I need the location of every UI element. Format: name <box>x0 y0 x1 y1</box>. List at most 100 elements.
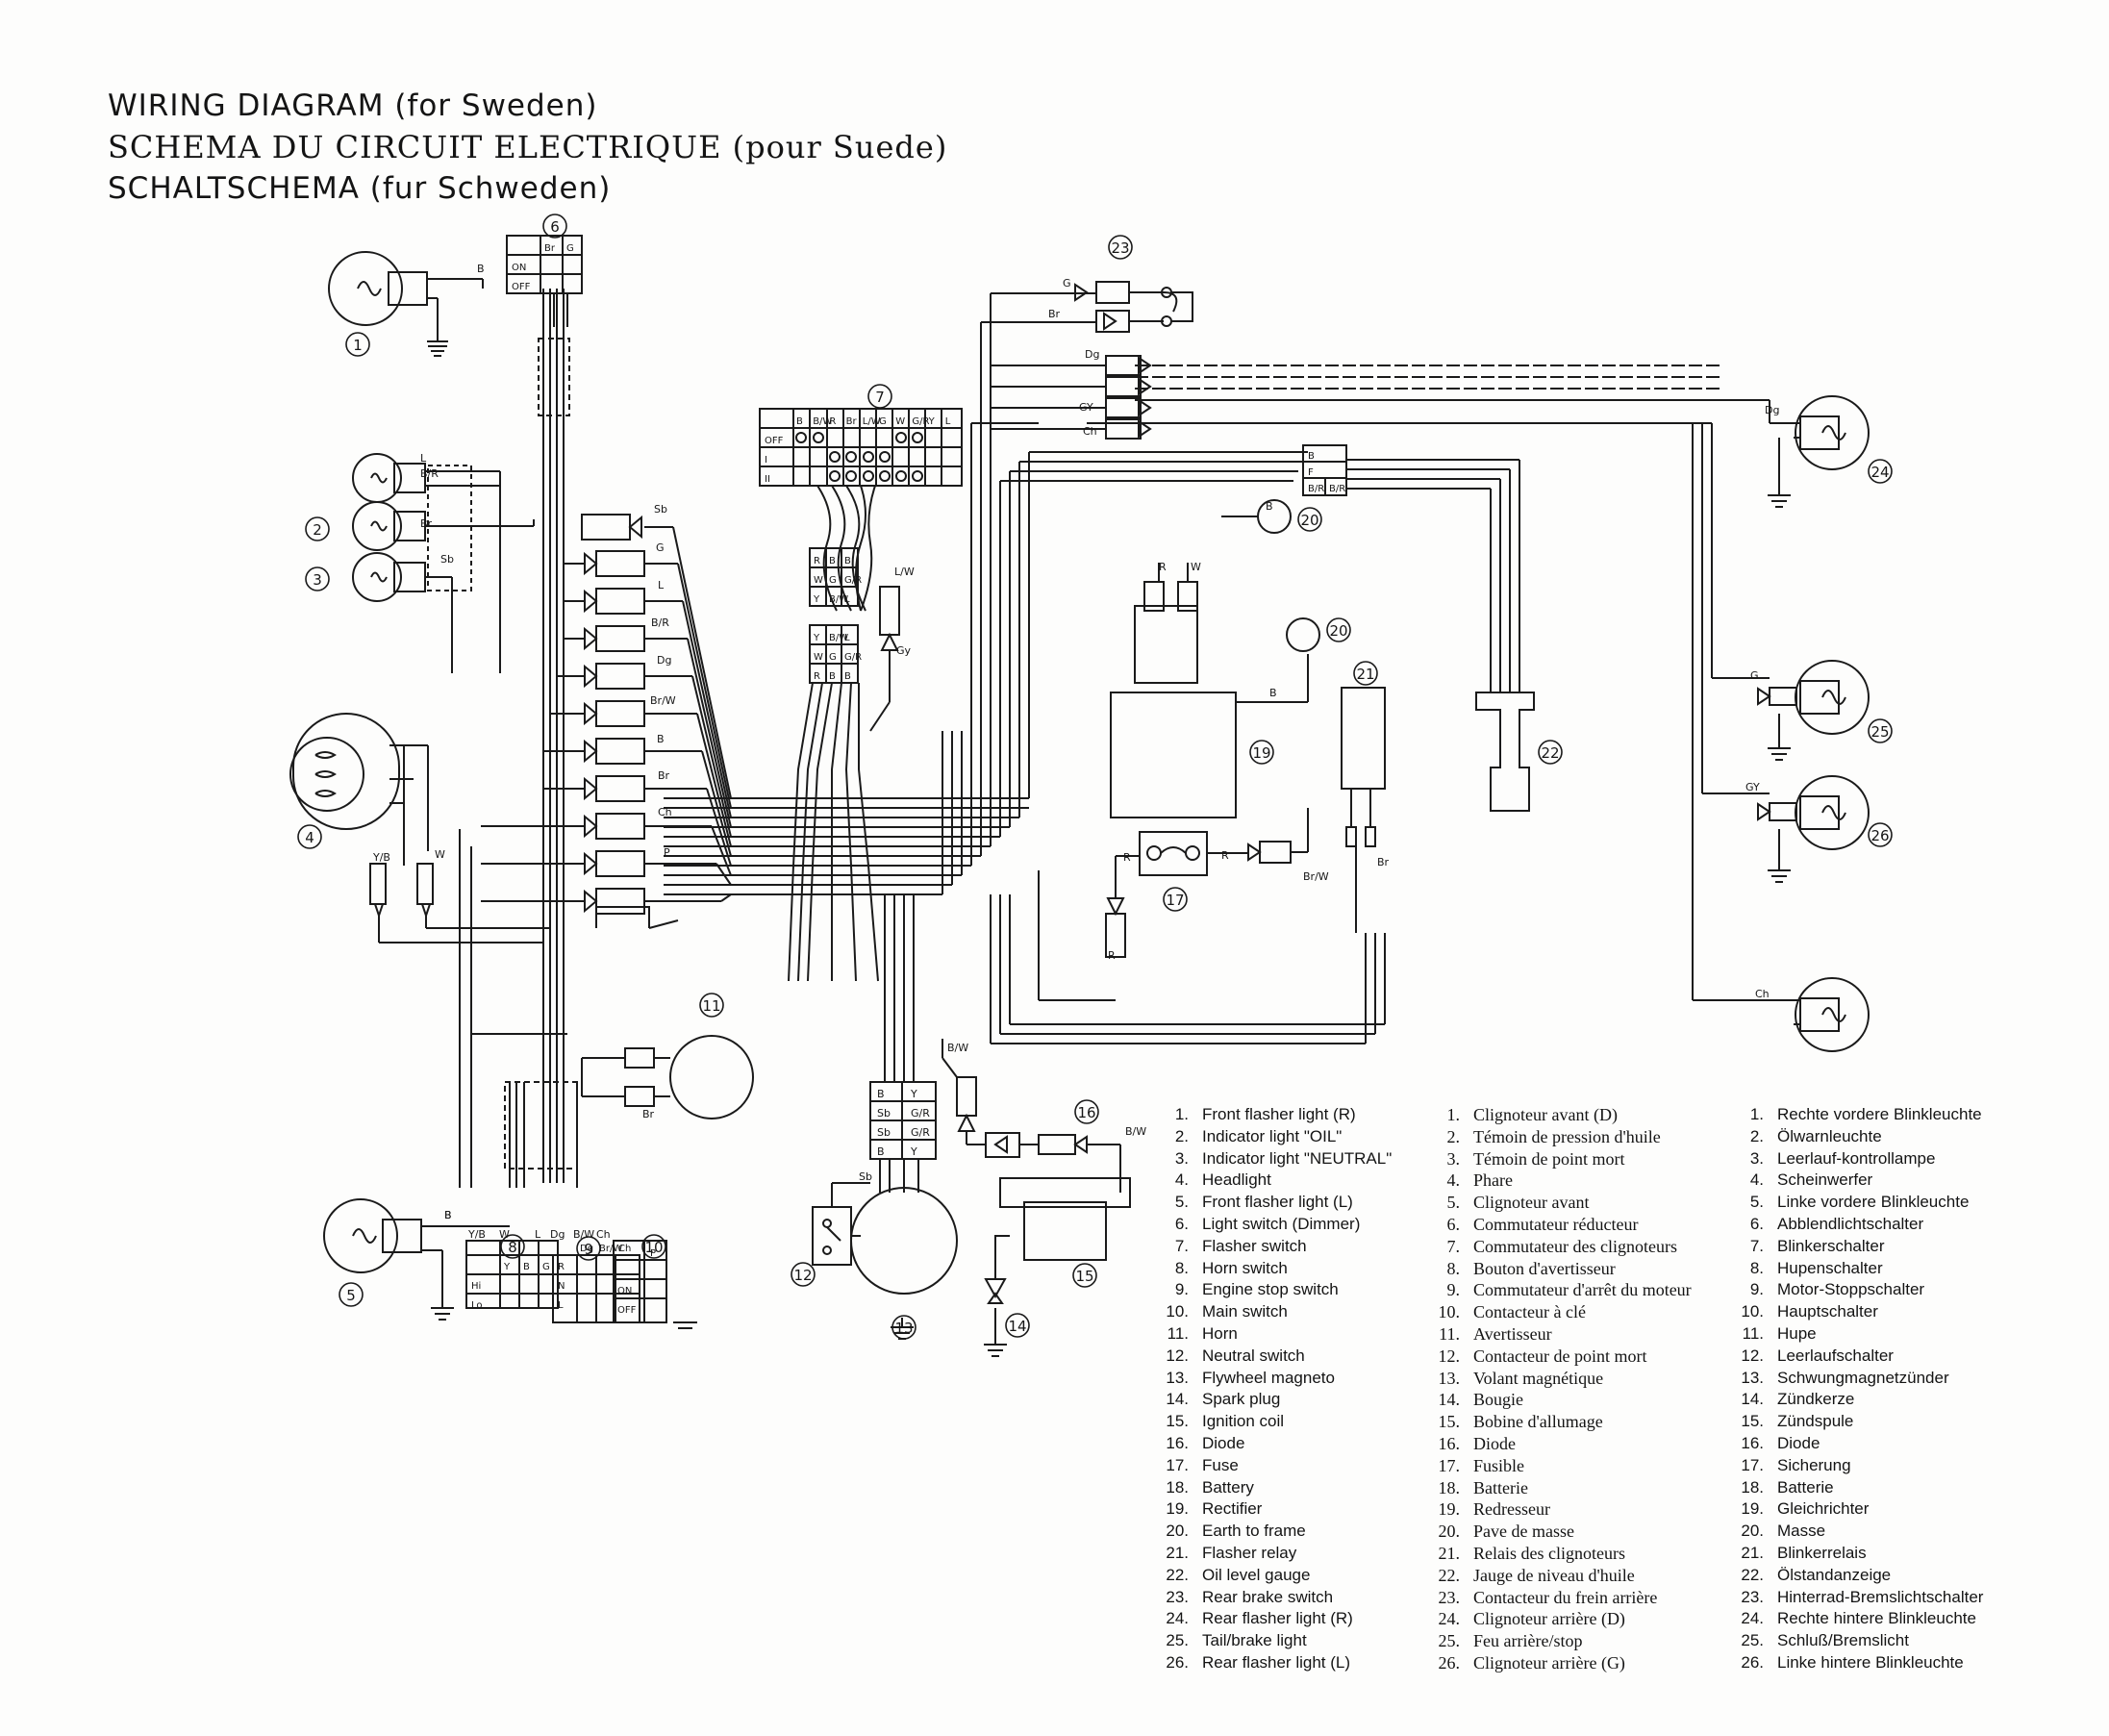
connector-a-cell: W <box>814 575 823 586</box>
legend-number: 7. <box>1174 1236 1189 1255</box>
oil-level-gauge <box>1475 692 1535 812</box>
neutral-block-cell: Sb <box>877 1126 891 1139</box>
legend-number: 3. <box>1174 1148 1189 1168</box>
wire-label: B/R <box>651 616 669 629</box>
callout-number: 13 <box>894 1320 913 1337</box>
legend-item: 21.Flasher relay <box>1156 1543 1392 1565</box>
lower-loop <box>990 827 1386 1044</box>
flasher-switch-row: OFF <box>765 436 784 446</box>
legend-number: 11. <box>1742 1323 1764 1343</box>
legend-item: 19.Rectifier <box>1156 1498 1392 1521</box>
engine-stop-header: Br/W <box>599 1244 622 1254</box>
neutral-block-cell: B <box>877 1088 885 1100</box>
neutral-block-cell: B <box>877 1145 885 1158</box>
legend-english: 1.Front flasher light (R)2.Indicator lig… <box>1156 1104 1392 1674</box>
legend-text: Front flasher light (R) <box>1202 1105 1356 1123</box>
light-switch-dimmer <box>506 235 583 327</box>
legend-number: 3. <box>1749 1148 1764 1168</box>
legend-number: 5. <box>1174 1193 1189 1212</box>
legend-number: 7. <box>1446 1236 1461 1256</box>
engine-stop-header: Dg <box>580 1244 593 1254</box>
legend-item: 24.Rear flasher light (R) <box>1156 1608 1392 1630</box>
legend-number: 6. <box>1446 1214 1461 1234</box>
legend-text: Contacteur du frein arrière <box>1473 1587 1658 1607</box>
neutral-switch <box>812 1182 870 1266</box>
callout-number: 1 <box>353 337 363 354</box>
wire-label: B <box>1266 500 1273 513</box>
legend-number: 15. <box>1438 1412 1461 1432</box>
wire-label: G <box>1063 277 1071 289</box>
legend-number: 26. <box>1741 1652 1764 1672</box>
ignition-coil <box>984 1177 1131 1337</box>
flasher-relay <box>1341 687 1386 847</box>
horn <box>581 1035 754 1120</box>
legend-text: Main switch <box>1202 1302 1288 1321</box>
flasher-switch-header: W <box>895 416 905 427</box>
legend-number: 26. <box>1166 1652 1189 1672</box>
legend-text: Indicator light "NEUTRAL" <box>1202 1148 1393 1168</box>
callout-circle <box>1353 661 1378 686</box>
legend-item: 18.Battery <box>1156 1477 1392 1499</box>
legend-item: 24.Clignoteur arrière (D) <box>1427 1608 1692 1630</box>
legend-text: Flywheel magneto <box>1202 1368 1335 1387</box>
flasher-switch-header: B/W <box>813 416 832 427</box>
fuse <box>1105 808 1309 958</box>
callout-circle <box>791 1262 816 1287</box>
legend-text: Abblendlichtschalter <box>1777 1214 1924 1233</box>
legend-number: 25. <box>1438 1631 1461 1651</box>
legend-item: 25.Tail/brake light <box>1156 1630 1392 1652</box>
relay-block-cell: B <box>1308 451 1315 462</box>
legend-number: 10. <box>1166 1302 1189 1321</box>
legend-text: Spark plug <box>1202 1390 1281 1409</box>
legend-item: 10. Main switch <box>1156 1301 1392 1323</box>
flasher-switch-header: R <box>829 416 836 427</box>
neutral-block-cell: Y <box>910 1088 917 1100</box>
wire-label: L <box>420 452 427 465</box>
legend-text: Ignition coil <box>1202 1412 1285 1431</box>
rectifier <box>1134 563 1198 684</box>
wire-label: Y/B <box>467 1228 486 1241</box>
legend-number: 24. <box>1166 1609 1189 1628</box>
legend-item: 2.Témoin de pression d'huile <box>1427 1126 1692 1148</box>
legend-text: Bougie <box>1473 1390 1523 1410</box>
wire-label: B <box>477 263 485 275</box>
horn-switch-header: B <box>523 1262 530 1272</box>
legend-text: Avertisseur <box>1473 1323 1552 1344</box>
legend-text: Pave de masse <box>1473 1522 1574 1542</box>
relay-block-cell: B/R <box>1329 484 1345 494</box>
legend-text: Tail/brake light <box>1202 1631 1307 1650</box>
legend-number: 15. <box>1741 1412 1764 1431</box>
callout-number: 19 <box>1252 744 1270 762</box>
title-german: SCHALTSCHEMA (fur Schweden) <box>108 171 612 206</box>
legend-item: 25.Schluß/Bremslicht <box>1731 1630 1983 1652</box>
flywheel-magneto <box>850 894 958 1295</box>
callout-number: 3 <box>313 571 322 589</box>
legend-text: Light switch (Dimmer) <box>1202 1214 1361 1233</box>
horn-switch-row: Lo <box>471 1300 483 1311</box>
callout-circle <box>641 1234 666 1259</box>
rear-flasher-light-left <box>1757 775 1870 861</box>
legend-number: 24. <box>1741 1609 1764 1628</box>
indicator-light-neutral <box>352 552 426 602</box>
legend-number: 11. <box>1439 1323 1460 1344</box>
legend-number: 13. <box>1438 1368 1461 1388</box>
legend-number: 22. <box>1438 1565 1461 1585</box>
wire-label: Ch <box>658 806 672 818</box>
legend-item: 3. Indicator light "NEUTRAL" <box>1156 1148 1392 1170</box>
horn-switch-row: Hi <box>471 1281 481 1292</box>
callout-circle <box>576 1236 601 1261</box>
callout-number: 23 <box>1111 239 1129 257</box>
horn-switch-header: G <box>542 1262 550 1272</box>
title-english: WIRING DIAGRAM (for Sweden) <box>108 88 598 123</box>
legend-number: 2. <box>1749 1126 1764 1145</box>
legend-number: 8. <box>1174 1258 1189 1277</box>
legend-number: 4. <box>1749 1170 1764 1190</box>
callout-number: 20 <box>1300 512 1318 529</box>
wire-label: G <box>1750 669 1759 682</box>
legend-item: 6.Light switch (Dimmer) <box>1156 1214 1392 1236</box>
wire-label: R <box>1108 949 1116 962</box>
diode <box>942 1039 1121 1193</box>
legend-text: Sicherung <box>1777 1455 1851 1474</box>
